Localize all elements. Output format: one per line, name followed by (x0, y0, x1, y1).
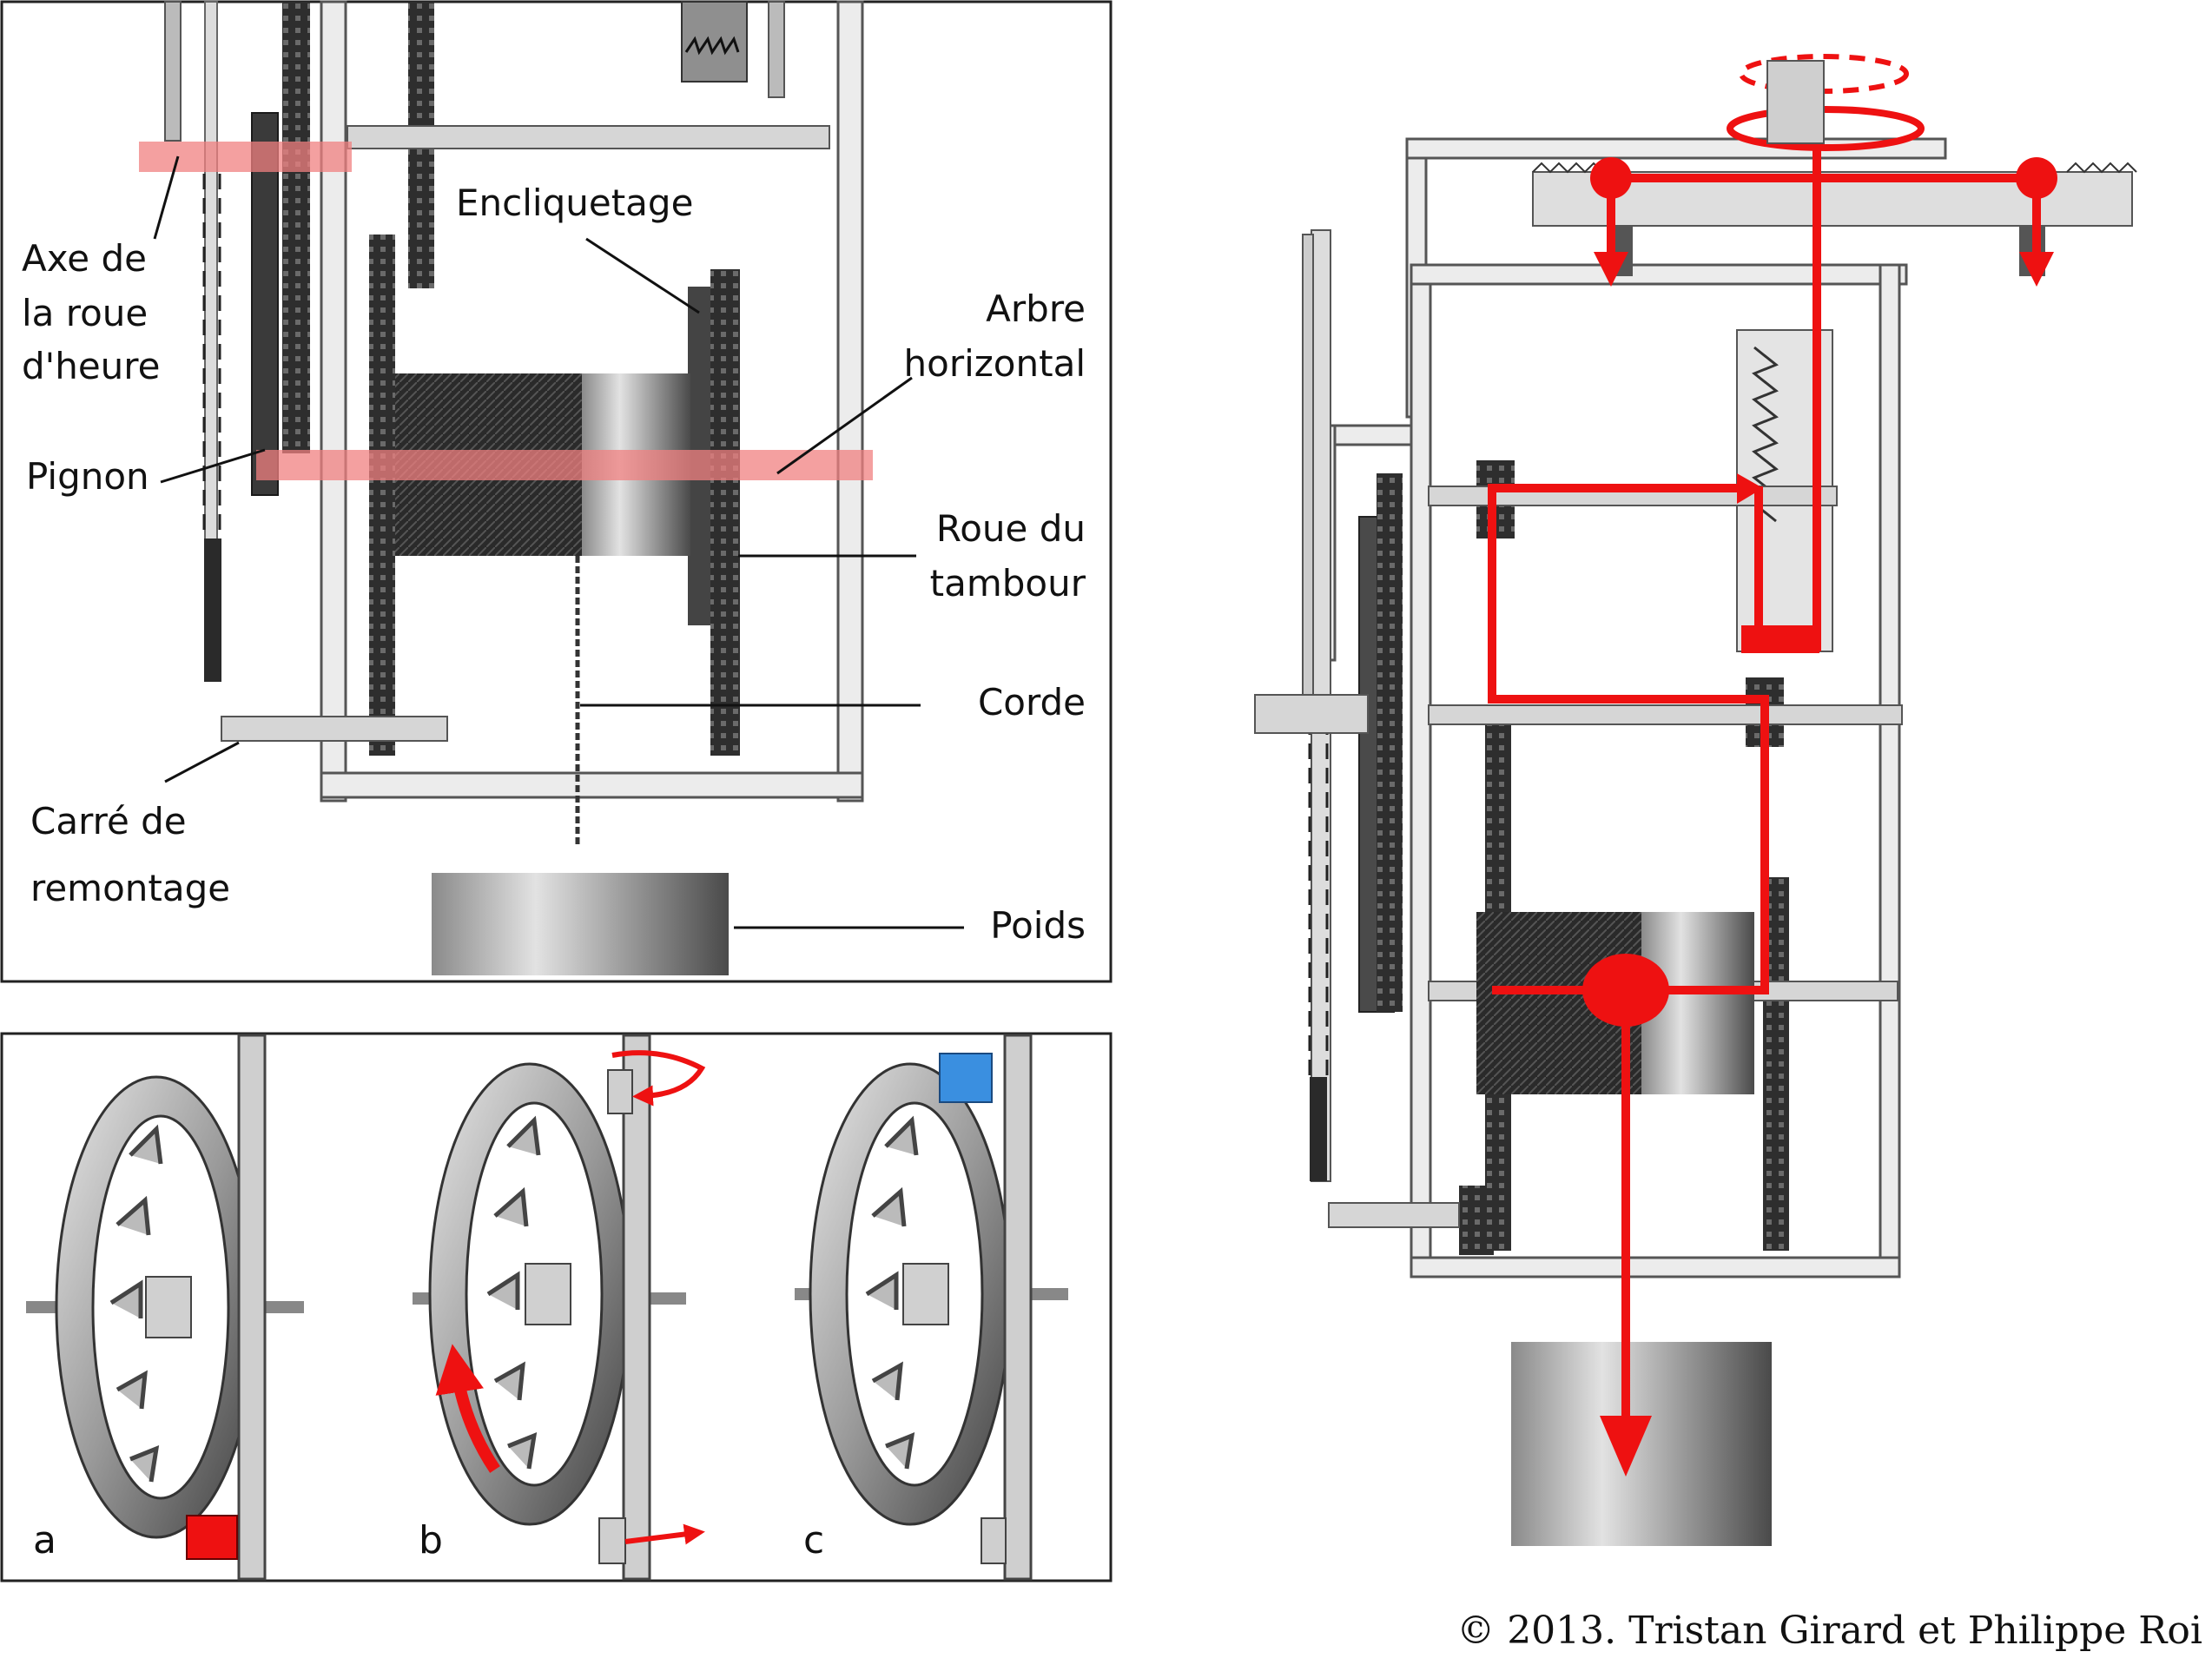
winding-arbor (221, 716, 448, 742)
label-arbre-horizontal-2: horizontal (904, 342, 1086, 385)
ratchet-step-c: c (795, 1034, 1068, 1581)
weight (432, 873, 729, 975)
ratchet-step-b: b (413, 1034, 706, 1581)
copyright-text: © 2013. Tristan Girard et Philippe Roi (1456, 1609, 2202, 1653)
step-label-c: c (803, 1518, 824, 1563)
ratchet-comb (681, 1, 785, 98)
label-roue-tambour-1: Roue du (936, 507, 1086, 550)
weight-right (1511, 1342, 1772, 1546)
hour-wheel (251, 112, 279, 496)
ratchet-step-a: a (26, 1034, 304, 1581)
label-axe-roue-heure-3: d'heure (22, 345, 160, 387)
step-label-b: b (419, 1518, 443, 1563)
label-poids: Poids (990, 904, 1086, 947)
label-corde: Corde (978, 681, 1086, 723)
vertical-gear-left (369, 235, 395, 756)
force-path-arrows (1488, 54, 2057, 1477)
label-pignon: Pignon (26, 455, 149, 498)
panel-mechanism-labelled: Axe de la roue d'heure Encliquetage Arbr… (0, 0, 1113, 983)
hour-axis-highlight (139, 142, 352, 172)
label-axe-roue-heure-2: la roue (22, 292, 148, 334)
label-roue-tambour-2: tambour (930, 562, 1086, 605)
label-carre-remontage-2: remontage (30, 867, 230, 909)
drum-wheel (710, 269, 740, 756)
vertical-gear-top (282, 2, 310, 453)
upper-arbor (347, 125, 830, 149)
pawl-blue (939, 1053, 993, 1103)
clock-frame (164, 0, 864, 803)
label-encliquetage: Encliquetage (456, 182, 693, 224)
label-arbre-horizontal-1: Arbre (986, 287, 1086, 330)
step-label-a: a (33, 1518, 56, 1563)
panel-ratchet-steps: a b c (0, 1032, 1113, 1582)
label-axe-roue-heure-1: Axe de (22, 237, 147, 280)
pawl-red (186, 1515, 238, 1560)
label-carre-remontage-1: Carré de (30, 800, 187, 842)
panel-force-path (1254, 54, 2137, 1546)
horizontal-arbor-highlight (256, 450, 873, 480)
